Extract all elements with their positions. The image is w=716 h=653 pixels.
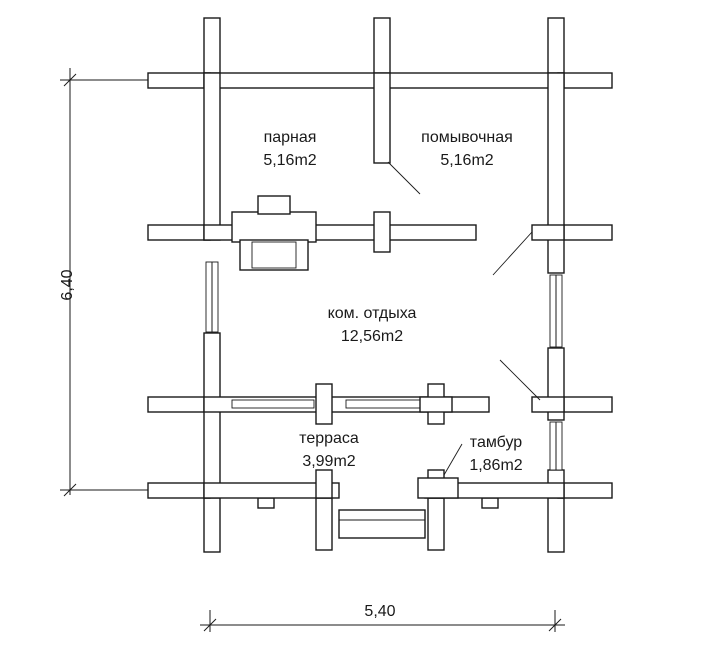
steam-room-area: 5,16m2 <box>263 152 316 169</box>
room-rest-room: ком. отдыха 12,56m2 <box>328 305 417 345</box>
room-washroom: помывочная 5,16m2 <box>421 129 513 169</box>
log-crossings <box>147 17 613 553</box>
width-label: 5,40 <box>364 603 395 620</box>
height-label: 6,40 <box>59 269 76 300</box>
vestibule-name: тамбур <box>470 434 523 451</box>
room-terrace: терраса 3,99m2 <box>299 430 359 470</box>
terrace-name: терраса <box>299 430 359 447</box>
vestibule-area: 1,86m2 <box>469 457 522 474</box>
interior-walls <box>203 72 565 499</box>
rest-room-area: 12,56m2 <box>341 328 403 345</box>
room-vestibule: тамбур 1,86m2 <box>469 434 522 474</box>
terrace-area: 3,99m2 <box>302 453 355 470</box>
steam-room-name: парная <box>264 129 317 146</box>
washroom-name: помывочная <box>421 129 513 146</box>
washroom-area: 5,16m2 <box>440 152 493 169</box>
doors <box>387 161 541 476</box>
dimension-width: 5,40 <box>200 603 565 632</box>
room-steam-room: парная 5,16m2 <box>263 129 316 169</box>
windows <box>205 261 563 471</box>
rest-room-name: ком. отдыха <box>328 305 417 322</box>
entrance-steps <box>338 509 426 539</box>
outer-walls <box>203 72 565 499</box>
dimension-height: 6,40 <box>59 68 200 497</box>
